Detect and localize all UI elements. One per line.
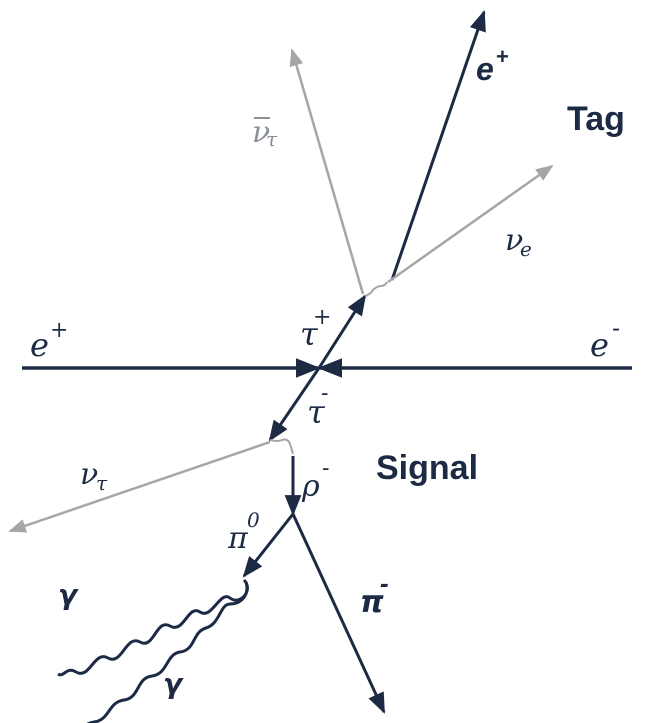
label-gamma-1: γ bbox=[58, 578, 79, 611]
label-e-minus-beam: e - bbox=[590, 314, 620, 364]
label-rho-minus: ρ - bbox=[301, 456, 329, 504]
label-nu-tau: ν τ bbox=[80, 457, 108, 495]
nu-e-line bbox=[387, 164, 554, 284]
label-nu-e: ν e bbox=[505, 223, 532, 261]
svg-text:0: 0 bbox=[247, 508, 260, 532]
label-tau-plus: τ + bbox=[300, 305, 331, 353]
nu-tau-line bbox=[8, 440, 271, 533]
svg-text:e: e bbox=[476, 51, 494, 87]
tag-e-plus-line bbox=[390, 10, 486, 281]
label-pi-zero: π 0 bbox=[227, 508, 260, 556]
svg-text:τ: τ bbox=[266, 127, 278, 151]
svg-text:-: - bbox=[322, 456, 329, 481]
svg-text:τ: τ bbox=[307, 393, 326, 431]
svg-text:+: + bbox=[313, 305, 331, 330]
svg-text:e: e bbox=[590, 326, 609, 364]
tag-w-squiggle bbox=[364, 281, 388, 297]
tau-plus-line bbox=[317, 294, 367, 369]
svg-text:e: e bbox=[520, 237, 532, 261]
label-tag: Tag bbox=[567, 100, 625, 138]
svg-text:π: π bbox=[360, 585, 384, 620]
svg-text:ν: ν bbox=[80, 457, 98, 492]
svg-text:ν: ν bbox=[252, 115, 270, 150]
svg-text:+: + bbox=[496, 44, 509, 69]
svg-text:τ: τ bbox=[300, 315, 319, 353]
pi-zero-line bbox=[242, 513, 295, 578]
svg-text:π: π bbox=[227, 521, 249, 556]
label-e-plus-beam: e + bbox=[30, 318, 68, 364]
svg-text:ρ: ρ bbox=[301, 469, 320, 504]
photon-2-wave bbox=[86, 581, 249, 723]
label-tag-e-plus: e + bbox=[476, 44, 509, 87]
label-tau-minus: τ - bbox=[307, 381, 328, 431]
anti-nu-tau-line bbox=[289, 48, 365, 295]
pi-minus-line bbox=[291, 513, 386, 714]
label-pi-minus: π - bbox=[360, 573, 389, 620]
label-anti-nu-tau: ν τ bbox=[252, 115, 278, 151]
svg-text:+: + bbox=[50, 318, 68, 343]
photon-1-wave bbox=[57, 578, 249, 677]
tau-minus-line bbox=[268, 367, 321, 442]
svg-text:-: - bbox=[612, 314, 620, 342]
label-gamma-2: γ bbox=[163, 667, 184, 700]
svg-text:τ: τ bbox=[96, 471, 108, 495]
label-signal: Signal bbox=[376, 449, 478, 487]
svg-text:ν: ν bbox=[505, 223, 523, 258]
signal-w-squiggle bbox=[269, 438, 294, 455]
svg-text:e: e bbox=[30, 326, 49, 364]
svg-text:-: - bbox=[321, 381, 328, 406]
svg-text:-: - bbox=[380, 573, 389, 598]
